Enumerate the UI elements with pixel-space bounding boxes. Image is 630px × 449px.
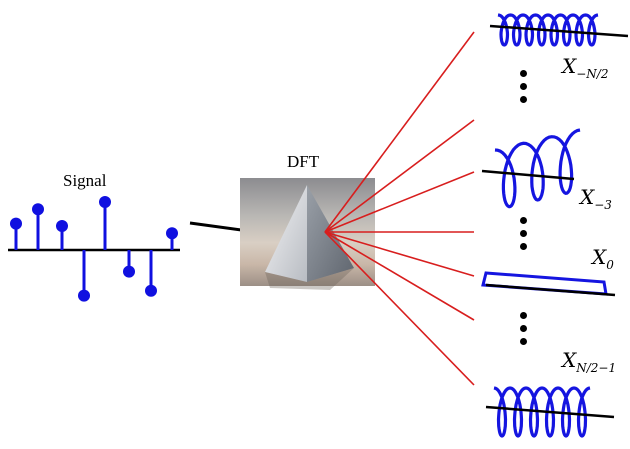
red-rays [324,31,475,386]
signal-stem-plot [8,196,180,302]
coefficient-x-minus-n-over-2: X−N/2 [562,54,609,81]
signal-sample-marker [123,265,135,278]
coil-axis-b [481,169,575,181]
signal-sample-marker [78,289,90,302]
signal-label: Signal [63,171,107,190]
signal-sample-marker [32,203,44,216]
red-ray [324,231,475,386]
coil-axis-d [485,405,615,419]
red-ray [324,171,475,233]
signal-sample-marker [56,220,68,232]
pyramid-image [240,178,375,290]
coil-x-minus-3 [494,128,581,209]
coefficient-x-n-over-2-minus-1: XN/2−1 [562,348,617,375]
frequency-components [481,13,629,438]
signal-sample-marker [99,196,111,208]
coil-axis-a [489,24,629,38]
coil-x-minus-n-over-2 [497,13,599,47]
coefficient-x-minus-3: X−3 [580,185,612,212]
red-ray [324,119,475,233]
coil-x-0 [481,271,616,297]
red-ray [324,231,475,277]
dft-label: DFT [287,152,320,171]
red-ray [324,231,475,321]
signal-sample-marker [166,227,178,240]
coil-x-n-over-2-minus-1 [493,386,591,438]
red-ray [324,31,475,233]
coefficient-x-0: X0 [592,245,614,272]
signal-sample-marker [10,217,22,230]
signal-sample-marker [145,284,157,297]
